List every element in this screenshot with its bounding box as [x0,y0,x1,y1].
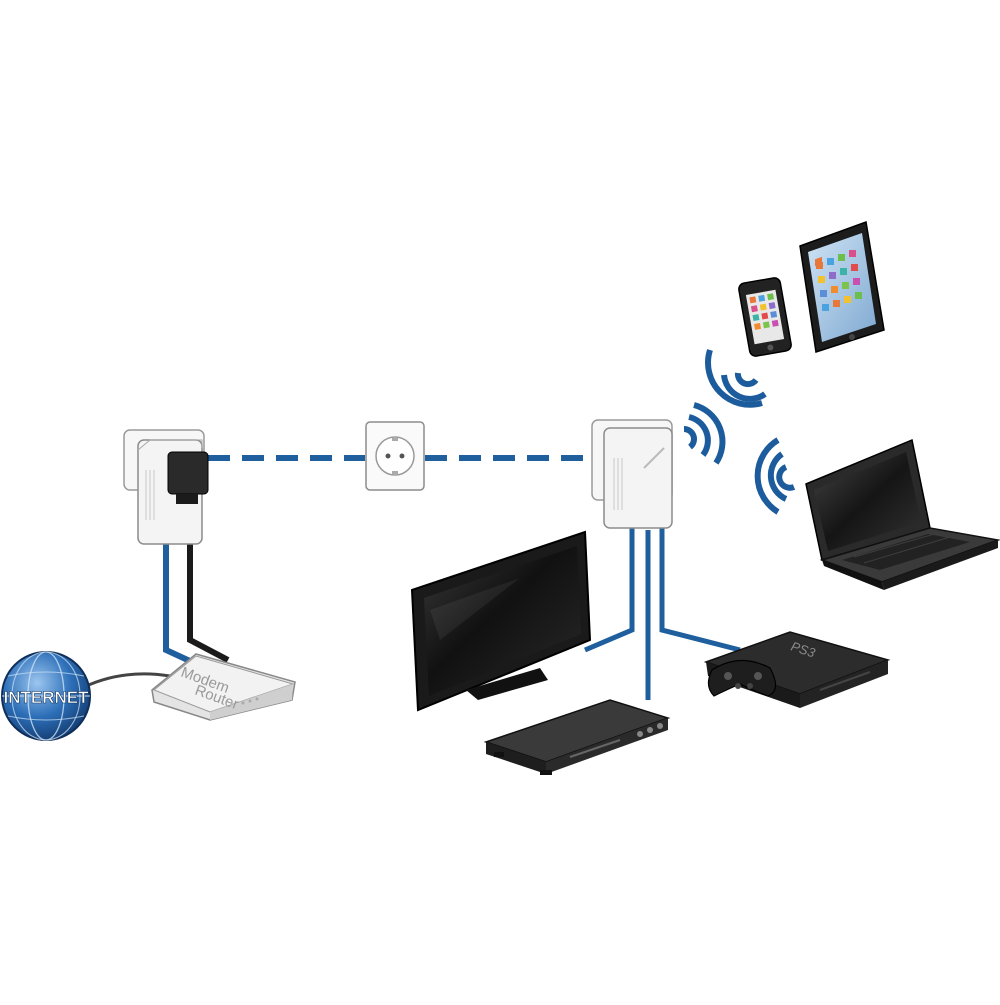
wifi-signal-icon [683,402,726,465]
powerline-adapter-icon [603,427,673,529]
wifi-signal-adapter [683,402,726,465]
console-logo: PS3 [789,639,818,661]
wifi-signal-mobile [705,349,767,408]
tv-icon [410,530,592,712]
wifi-signal-icon [754,437,796,515]
wifi-signal-laptop [754,437,796,515]
router-icon: Modem Router [151,653,296,721]
console-cable [659,528,741,653]
internet-label: INTERNET [4,688,90,707]
internet-globe: INTERNET [1,651,91,741]
plug-icon [167,451,209,495]
gamepad-icon [707,659,777,697]
laptop-icon [805,438,1000,590]
powerline-adapter-right [591,419,673,529]
wifi-signal-icon [705,349,767,408]
bluray-player-icon [483,699,671,775]
adapter-router-cable-blue [163,540,207,671]
wall-socket-icon [365,421,425,491]
tablet-icon [799,220,885,353]
tv-cable [584,528,635,653]
smartphone-icon [738,277,792,357]
powerline-adapter-left [123,429,209,545]
cables [77,455,741,700]
adapter-router-cable-black [187,500,230,663]
